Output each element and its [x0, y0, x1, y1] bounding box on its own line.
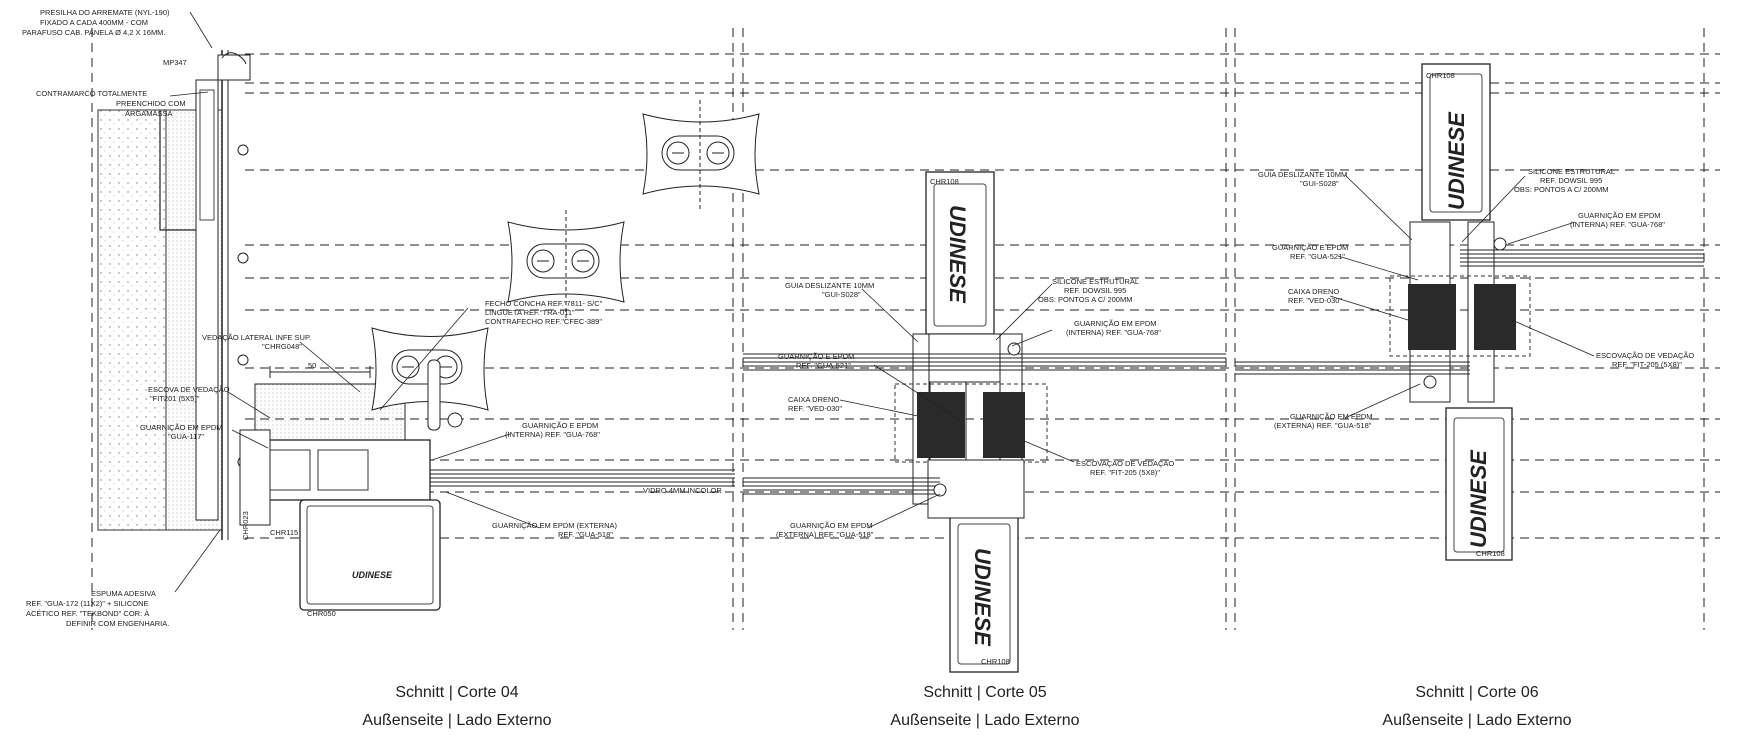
- brand-udinese-vertical-top: UDINESE: [1444, 111, 1469, 210]
- note-escovacao-2: REF. "FIT-205 (5X8)": [1090, 468, 1160, 477]
- note-guarnicao-521-2: REF. "GUA-521": [796, 361, 851, 370]
- note-escova-1: ESCOVA DE VEDAÇÃO: [148, 385, 230, 394]
- note-guarnicao-518-1: GUARNIÇÃO EM EPDM (EXTERNA): [492, 521, 618, 530]
- note-caixa-dreno-1: CAIXA DRENO: [788, 395, 839, 404]
- note-dimension-50: 50: [308, 361, 316, 370]
- note-vidro: VIDRO 4MM INCOLOR: [643, 486, 722, 495]
- note-caixa-dreno-2: REF. "VED-030": [788, 404, 842, 413]
- section-corte-04: PRESILHA DO ARREMATE (NYL-190) FIXADO A …: [22, 8, 760, 628]
- note-contramarco-2: PREENCHIDO COM: [116, 99, 186, 108]
- note-chr108-bottom: CHR108: [1476, 549, 1505, 558]
- note-guarnicao-externa-2: (EXTERNA) REF. "GUA-518": [1274, 421, 1372, 430]
- brand-udinese-vertical-top: UDINESE: [945, 205, 970, 304]
- note-guia-2: "GUI-S028": [1300, 179, 1339, 188]
- note-fecho-1: FECHO CONCHA REF."7811- S/C": [485, 299, 603, 308]
- note-guarnicao-interna-2: (INTERNA) REF. "GUA-768": [1570, 220, 1665, 229]
- brand-udinese-vertical-bottom: UDINESE: [1466, 449, 1491, 548]
- note-caixa-dreno-1: CAIXA DRENO: [1288, 287, 1339, 296]
- note-espuma-2: REF. "GUA-172 (11X2)" + SILICONE: [26, 599, 149, 608]
- note-guarnicao-117-1: GUARNIÇÃO EM EPDM: [140, 423, 223, 432]
- caption-subtitle: Außenseite | Lado Externo: [1382, 712, 1572, 729]
- drain-box-left: [1408, 284, 1456, 350]
- note-guarnicao-interna-1: GUARNIÇÃO EM EPDM: [1578, 211, 1661, 220]
- masonry-wall: [97, 109, 167, 531]
- note-contramarco-3: ARGAMASSA: [125, 109, 173, 118]
- note-fecho-3: CONTRAFECHO REF."CFEC-389": [485, 317, 602, 326]
- drain-box-right: [1474, 284, 1516, 350]
- caption-corte-04: Schnitt | Corte 04 Außenseite | Lado Ext…: [277, 683, 637, 731]
- note-guarnicao-768-2: (INTERNA) REF. "GUA-768": [505, 430, 600, 439]
- brand-udinese-small: UDINESE: [352, 570, 393, 580]
- note-contramarco-1: CONTRAMARCO TOTALMENTE: [36, 89, 147, 98]
- note-chr108-bottom: CHR108: [981, 657, 1010, 666]
- drain-box-left: [917, 392, 965, 458]
- caption-title: Schnitt | Corte 04: [395, 684, 519, 701]
- section-corte-06: CHR108 UDINESE GUIA DESLIZANTE 10MM "GUI…: [1235, 63, 1704, 561]
- section-corte-05: CHR108 UDINESE SILICONE ESTRUTURAL REF. …: [743, 171, 1226, 673]
- note-guarnicao-518-2: REF. "GUA-518": [558, 530, 613, 539]
- note-presilha-3: PARAFUSO CAB. PANELA Ø 4,2 X 16MM.: [22, 28, 166, 37]
- caption-subtitle: Außenseite | Lado Externo: [890, 712, 1080, 729]
- note-escovacao-1: ESCOVAÇÃO DE VEDAÇÃO: [1076, 459, 1174, 468]
- note-guarnicao-externa-1: GUARNIÇÃO EM EPDM: [790, 521, 873, 530]
- note-presilha-1: PRESILHA DO ARREMATE (NYL-190): [40, 8, 170, 17]
- note-guarnicao-externa-1: GUARNIÇÃO EM EPDM: [1290, 412, 1373, 421]
- note-espuma-3: ACÉTICO REF. "TEKBOND" COR: À: [26, 609, 149, 618]
- glass-pane-corte-04: [430, 469, 735, 487]
- note-presilha-2: FIXADO A CADA 400MM - COM: [40, 18, 148, 27]
- note-chr108-top: CHR108: [1426, 71, 1455, 80]
- note-escova-2: "FIT201 (5X5)": [150, 394, 200, 403]
- note-guarnicao-521-1: GUARNIÇÃO E EPDM: [1272, 243, 1348, 252]
- note-silicone-1: SILICONE ESTRUTURAL: [1528, 167, 1615, 176]
- note-silicone-3: OBS: PONTOS A C/ 200MM: [1038, 295, 1132, 304]
- brand-udinese-vertical-bottom: UDINESE: [970, 548, 995, 647]
- note-escovacao-1: ESCOVAÇÃO DE VEDAÇÃO: [1596, 351, 1694, 360]
- caption-title: Schnitt | Corte 06: [1415, 684, 1539, 701]
- note-chr050: CHR050: [307, 609, 336, 618]
- note-guarnicao-interna-2: (INTERNA) REF. "GUA-768": [1066, 328, 1161, 337]
- note-fecho-2: LINGUETA REF."TRA-011": [485, 308, 575, 317]
- lock-clasp-shape-3: [642, 100, 760, 210]
- note-guia-2: "GUI-S028": [822, 290, 861, 299]
- caption-corte-05: Schnitt | Corte 05 Außenseite | Lado Ext…: [805, 683, 1165, 731]
- note-caixa-dreno-2: REF. "VED-030": [1288, 296, 1342, 305]
- note-silicone-1: SILICONE ESTRUTURAL: [1052, 277, 1139, 286]
- note-guarnicao-externa-2: (EXTERNA) REF. "GUA-518": [776, 530, 874, 539]
- caption-title: Schnitt | Corte 05: [923, 684, 1047, 701]
- note-guarnicao-768-1: GUARNIÇÃO E EPDM: [522, 421, 598, 430]
- note-guarnicao-117-2: "GUA-117": [168, 432, 204, 441]
- note-guarnicao-521-2: REF. "GUA-521": [1290, 252, 1345, 261]
- note-chr108-top: CHR108: [930, 177, 959, 186]
- drain-box-right: [983, 392, 1025, 458]
- note-mp347: MP347: [163, 58, 187, 67]
- note-silicone-2: REF. DOWSIL 995: [1064, 286, 1126, 295]
- caption-subtitle: Außenseite | Lado Externo: [362, 712, 552, 729]
- note-vedacao-lateral-1: VEDAÇÃO LATERAL INFE SUP.: [202, 333, 311, 342]
- note-espuma-4: DEFINIR COM ENGENHARIA.: [66, 619, 169, 628]
- lock-clasp-shape-2: [507, 210, 625, 318]
- note-silicone-2: REF. DOWSIL 995: [1540, 176, 1602, 185]
- note-guarnicao-521-1: GUARNIÇÃO E EPDM: [778, 352, 854, 361]
- note-guia-1: GUIA DESLIZANTE 10MM: [785, 281, 874, 290]
- note-silicone-3: OBS: PONTOS A C/ 200MM: [1514, 185, 1608, 194]
- note-vedacao-lateral-2: "CHRG048": [262, 342, 302, 351]
- note-chr023: CHR023: [241, 511, 250, 540]
- note-guarnicao-interna-1: GUARNIÇÃO EM EPDM: [1074, 319, 1157, 328]
- note-escovacao-2: REF. "FIT-205 (5X8)": [1612, 360, 1682, 369]
- caption-corte-06: Schnitt | Corte 06 Außenseite | Lado Ext…: [1297, 683, 1657, 731]
- note-guia-1: GUIA DESLIZANTE 10MM: [1258, 170, 1347, 179]
- note-espuma-1: ESPUMA ADESIVA: [91, 589, 156, 598]
- note-chr115: CHR115: [270, 528, 298, 537]
